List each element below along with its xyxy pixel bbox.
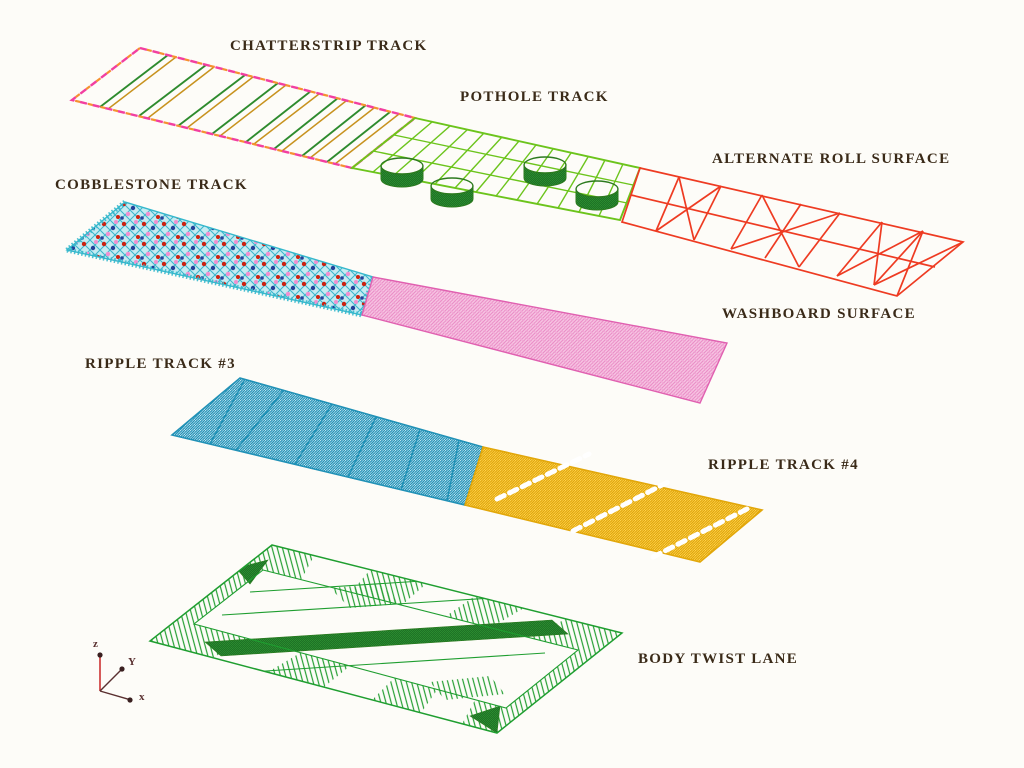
label-ripple-track-4: RIPPLE TRACK #4	[708, 457, 859, 473]
cobblestone-track-mesh	[65, 200, 376, 318]
pothole-depressions	[380, 156, 619, 211]
body-twist-lane-mesh	[148, 544, 624, 734]
x-axis-line	[99, 690, 132, 701]
label-cobblestone-track: COBBLESTONE TRACK	[55, 177, 248, 193]
y-axis-line	[99, 667, 124, 692]
label-alternate-roll-surface: ALTERNATE ROLL SURFACE	[712, 151, 951, 167]
axis-triad	[97, 652, 133, 703]
z-axis-label: z	[93, 638, 98, 650]
x-axis-label: x	[139, 691, 145, 703]
label-washboard-surface: WASHBOARD SURFACE	[722, 306, 916, 322]
washboard-surface-mesh	[361, 276, 729, 404]
pothole-track-mesh	[349, 116, 642, 222]
ripple-track-4-mesh	[463, 446, 764, 563]
label-ripple-track-3: RIPPLE TRACK #3	[85, 356, 236, 372]
ripple-track-3-mesh	[170, 377, 485, 506]
alternate-roll-surface-mesh	[620, 166, 965, 297]
chatterstrip-track-mesh	[69, 46, 418, 170]
label-chatterstrip-track: CHATTERSTRIP TRACK	[230, 38, 428, 54]
y-axis-label: Y	[128, 656, 136, 668]
label-body-twist-lane: BODY TWIST LANE	[638, 651, 799, 667]
label-pothole-track: POTHOLE TRACK	[460, 89, 609, 105]
